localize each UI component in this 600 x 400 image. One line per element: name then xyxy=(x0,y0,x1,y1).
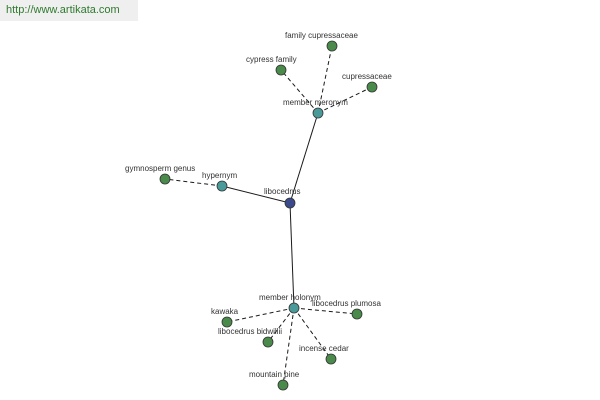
leaf-label-cupressaceae[interactable]: cupressaceae xyxy=(342,72,392,81)
relation-node-member-meronym[interactable] xyxy=(312,107,324,119)
edge-member-meronym-cupressaceae xyxy=(317,86,373,114)
relation-node-member-holonym[interactable] xyxy=(288,302,300,314)
leaf-label-cypress-family[interactable]: cypress family xyxy=(246,55,297,64)
leaf-label-kawaka[interactable]: kawaka xyxy=(211,307,239,316)
leaf-node-kawaka[interactable] xyxy=(221,316,233,328)
edge-hypernym-gymnosperm-genus xyxy=(164,178,223,187)
graph-edges xyxy=(164,45,373,386)
leaf-label-libocedrus-bidwillii[interactable]: libocedrus bidwillii xyxy=(218,327,282,336)
root-node-libocedrus[interactable] xyxy=(284,197,296,209)
leaf-node-mountain-pine[interactable] xyxy=(277,379,289,391)
leaf-label-gymnosperm-genus[interactable]: gymnosperm genus xyxy=(125,164,195,173)
leaf-label-incense-cedar[interactable]: incense cedar xyxy=(299,344,349,353)
leaf-node-family-cupressaceae[interactable] xyxy=(326,40,338,52)
root-label-libocedrus[interactable]: libocedrus xyxy=(264,187,300,196)
edge-member-meronym-cypress-family xyxy=(280,69,319,114)
edge-member-meronym-family-cupressaceae xyxy=(317,45,333,114)
relation-label-member-holonym[interactable]: member holonym xyxy=(259,293,321,302)
leaf-label-family-cupressaceae[interactable]: family cupressaceae xyxy=(285,31,358,40)
leaf-node-incense-cedar[interactable] xyxy=(325,353,337,365)
edge-member-holonym-mountain-pine xyxy=(282,307,295,386)
leaf-node-gymnosperm-genus[interactable] xyxy=(159,173,171,185)
leaf-node-cypress-family[interactable] xyxy=(275,64,287,76)
edge-member-holonym-libocedrus-plumosa xyxy=(293,307,358,315)
relation-label-hypernym[interactable]: hypernym xyxy=(202,171,237,180)
leaf-node-libocedrus-bidwillii[interactable] xyxy=(262,336,274,348)
graph-nodes: family cupressaceae cypress family cupress… xyxy=(125,31,392,391)
edge-libocedrus-member-holonym xyxy=(289,202,295,309)
edge-member-holonym-libocedrus-bidwillii xyxy=(267,307,295,343)
leaf-node-cupressaceae[interactable] xyxy=(366,81,378,93)
site-url-link[interactable]: http://www.artikata.com xyxy=(0,0,138,21)
edge-libocedrus-hypernym xyxy=(221,185,291,204)
relation-node-hypernym[interactable] xyxy=(216,180,228,192)
edge-member-holonym-kawaka xyxy=(226,307,295,323)
edge-member-holonym-incense-cedar xyxy=(293,307,332,360)
relation-label-member-meronym[interactable]: member meronym xyxy=(283,98,348,107)
leaf-node-libocedrus-plumosa[interactable] xyxy=(351,308,363,320)
leaf-label-libocedrus-plumosa[interactable]: libocedrus plumosa xyxy=(312,299,381,308)
leaf-label-mountain-pine[interactable]: mountain pine xyxy=(249,370,300,379)
edge-libocedrus-member-meronym xyxy=(289,112,319,204)
